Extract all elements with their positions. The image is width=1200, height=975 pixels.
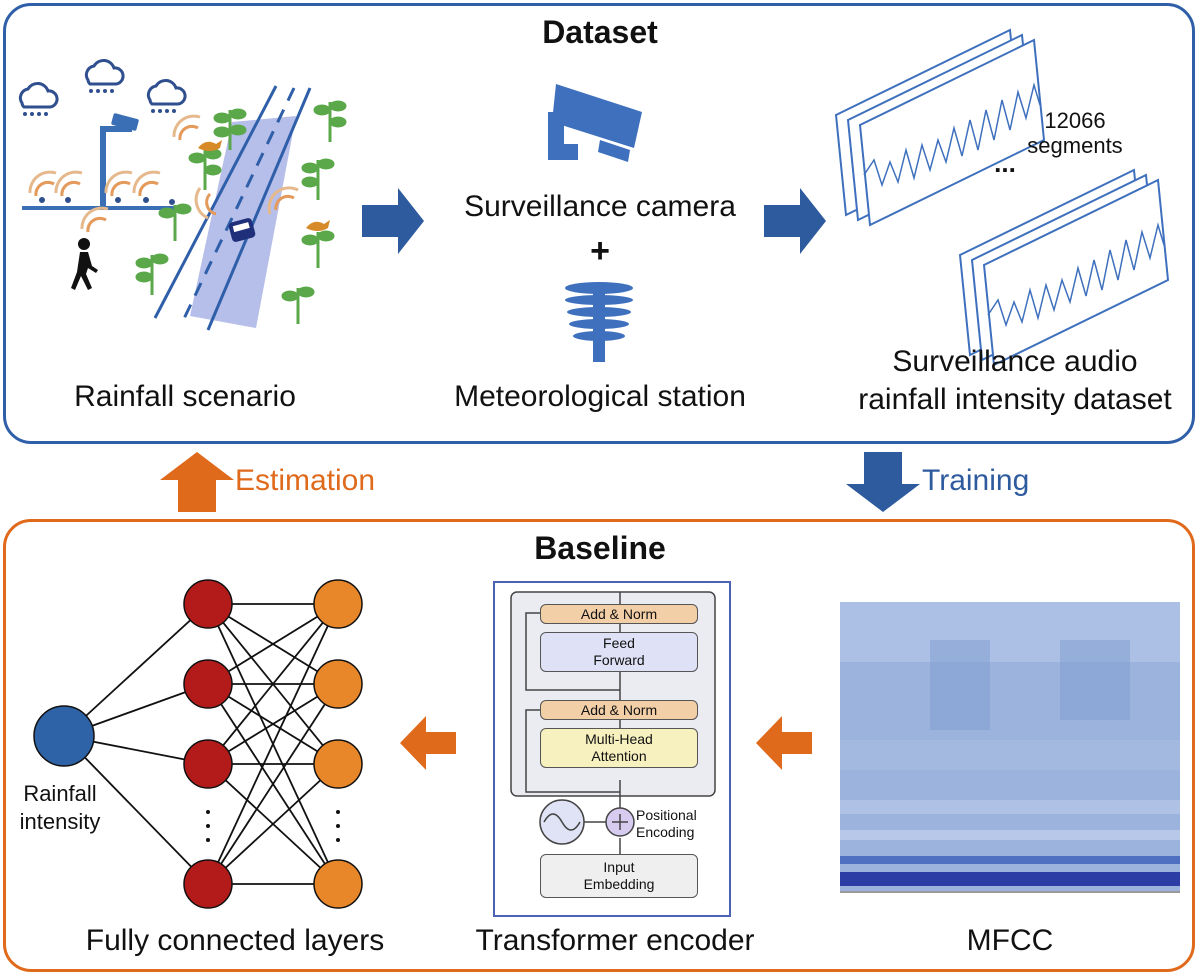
add-norm-bottom: Add & Norm <box>540 700 698 720</box>
input-embedding-block: Input Embedding <box>540 854 698 898</box>
rainfall-intensity-label: Rainfall intensity <box>0 780 120 836</box>
fully-connected-label: Fully connected layers <box>85 924 385 957</box>
transformer-encoder-label: Transformer encoder <box>475 924 755 957</box>
surveillance-camera-label: Surveillance camera <box>464 190 736 223</box>
baseline-panel <box>3 519 1195 972</box>
mha-line1: Multi-Head <box>585 731 653 747</box>
dataset-label-line1: Surveillance audio <box>892 345 1138 378</box>
audio-waveform-stack-top <box>834 28 1046 227</box>
bird-icon <box>198 140 330 231</box>
segments-count: 12066 <box>1044 108 1106 133</box>
audio-waveform-stack-bottom <box>958 168 1170 367</box>
dataset-label-line2: rainfall intensity dataset <box>858 383 1172 416</box>
neuron-hidden-layer <box>183 579 233 909</box>
arrow-left-icon <box>756 716 812 770</box>
sound-wave-icon <box>28 114 299 233</box>
rain-cloud-icon <box>18 59 187 116</box>
pedestrian-icon <box>71 238 98 290</box>
estimation-label: Estimation <box>235 464 376 497</box>
multi-head-attention-block: Multi-Head Attention <box>540 728 698 768</box>
network-dots <box>206 810 340 842</box>
input-line1: Input <box>603 859 635 875</box>
mha-line2: Attention <box>591 748 647 764</box>
feed-forward-line1: Feed <box>603 635 635 651</box>
meteorological-station-label: Meteorological station <box>454 380 746 413</box>
baseline-title: Baseline <box>534 530 666 566</box>
plus-sign: + <box>590 232 610 270</box>
neuron-output <box>33 705 95 767</box>
arrow-left-icon <box>400 716 456 770</box>
rainfall-intensity-line1: Rainfall <box>23 781 97 806</box>
arrow-right-icon <box>362 188 424 254</box>
input-line2: Embedding <box>583 876 655 892</box>
training-arrow-icon <box>846 452 920 512</box>
training-label: Training <box>922 464 1030 497</box>
rainfall-intensity-line2: intensity <box>19 809 101 834</box>
dataset-panel <box>3 3 1195 444</box>
arrow-right-icon <box>764 188 826 254</box>
feed-forward-block: Feed Forward <box>540 632 698 672</box>
segments-label: 12066 segments <box>1010 108 1140 158</box>
rainfall-scenario-label: Rainfall scenario <box>74 380 296 413</box>
raindrop-icon <box>39 197 175 205</box>
dataset-label: Surveillance audio rainfall intensity da… <box>840 343 1190 419</box>
surveillance-camera-icon <box>548 84 642 162</box>
positional-line1: Positional <box>636 807 697 823</box>
neuron-input-layer <box>313 579 363 909</box>
segments-ellipsis: ... <box>994 148 1016 178</box>
dataset-title: Dataset <box>542 14 658 50</box>
mfcc-heatmap <box>840 602 1180 893</box>
car-icon <box>228 218 256 242</box>
positional-line2: Encoding <box>636 824 695 840</box>
feed-forward-line2: Forward <box>593 652 645 668</box>
estimation-arrow-icon <box>160 452 234 512</box>
segments-word: segments <box>1027 133 1123 158</box>
mfcc-label: MFCC <box>966 924 1054 957</box>
meteorological-station-icon <box>565 282 633 362</box>
street-camera-icon <box>22 113 187 210</box>
plant-icon <box>135 100 347 324</box>
positional-encoding-label: Positional Encoding <box>636 807 726 841</box>
add-norm-top: Add & Norm <box>540 604 698 624</box>
